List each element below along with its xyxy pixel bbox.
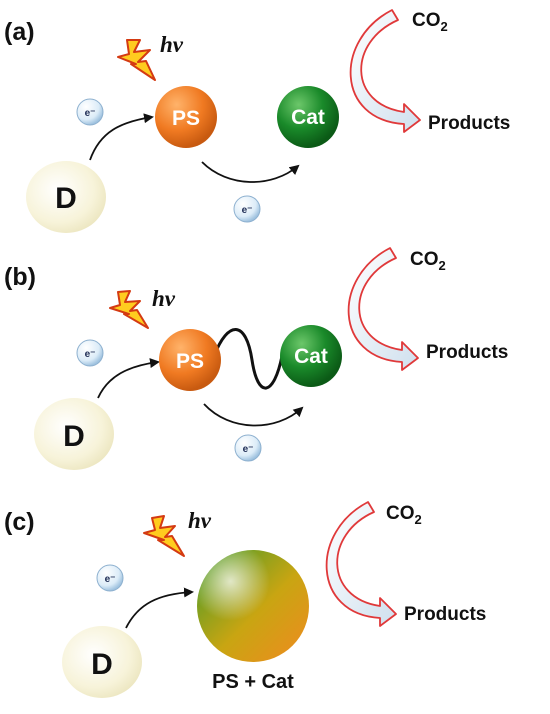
panel-b: (b) hν e⁻ D PS Cat e⁻ CO2 (4, 247, 508, 470)
arrow-ps-to-cat (201, 161, 300, 183)
electron-icon: e⁻ (96, 564, 124, 592)
electron-label: e⁻ (105, 574, 116, 585)
catalyst-node: Cat (277, 86, 339, 148)
lightning-icon (117, 39, 156, 81)
light-label: hν (160, 32, 184, 57)
lightning-icon (143, 515, 185, 557)
light-label: hν (152, 286, 176, 311)
arrow-donor-to-ps (89, 113, 154, 161)
products-label: Products (428, 113, 510, 134)
catalyst-node: Cat (280, 325, 342, 387)
electron-icon: e⁻ (233, 195, 261, 223)
panel-label-a: (a) (4, 18, 35, 46)
electron-label: e⁻ (85, 108, 96, 119)
arrow-ps-to-cat (203, 403, 304, 427)
photosensitizer-node: PS (155, 86, 217, 148)
photosensitizer-node: PS (159, 329, 221, 391)
donor-node: D (34, 398, 114, 470)
electron-label: e⁻ (242, 205, 253, 216)
products-label: Products (404, 604, 486, 625)
co2-reduction-arrow (349, 9, 421, 133)
cat-label: Cat (291, 106, 325, 129)
combined-label: PS + Cat (212, 671, 294, 693)
electron-icon: e⁻ (76, 339, 104, 367)
cat-label: Cat (294, 345, 328, 368)
panel-label-c: (c) (4, 508, 35, 536)
electron-label: e⁻ (85, 349, 96, 360)
lightning-icon (109, 290, 149, 329)
light-label: hν (188, 508, 212, 533)
combined-ps-cat-sphere (197, 550, 309, 662)
donor-node: D (26, 161, 106, 233)
electron-label: e⁻ (243, 444, 254, 455)
co2-label: CO2 (386, 503, 422, 527)
donor-label: D (91, 648, 113, 681)
arrow-donor-to-combined (125, 587, 194, 629)
linker-chain (212, 328, 284, 390)
donor-node: D (62, 626, 142, 698)
co2-label: CO2 (410, 249, 446, 273)
electron-icon: e⁻ (234, 434, 262, 462)
donor-label: D (55, 182, 77, 215)
donor-label: D (63, 420, 85, 453)
co2-label: CO2 (412, 10, 448, 34)
products-label: Products (426, 342, 508, 363)
ps-label: PS (172, 107, 200, 130)
co2-reduction-arrow (347, 247, 419, 371)
panel-a: (a) hν e⁻ D PS Cat e⁻ CO2 Produc (4, 9, 510, 233)
electron-icon: e⁻ (76, 98, 104, 126)
panel-label-b: (b) (4, 263, 36, 291)
co2-reduction-arrow (325, 501, 397, 627)
arrow-donor-to-ps (97, 358, 160, 399)
ps-label: PS (176, 350, 204, 373)
panel-c: (c) hν e⁻ D PS + Cat CO2 Products (4, 501, 486, 698)
